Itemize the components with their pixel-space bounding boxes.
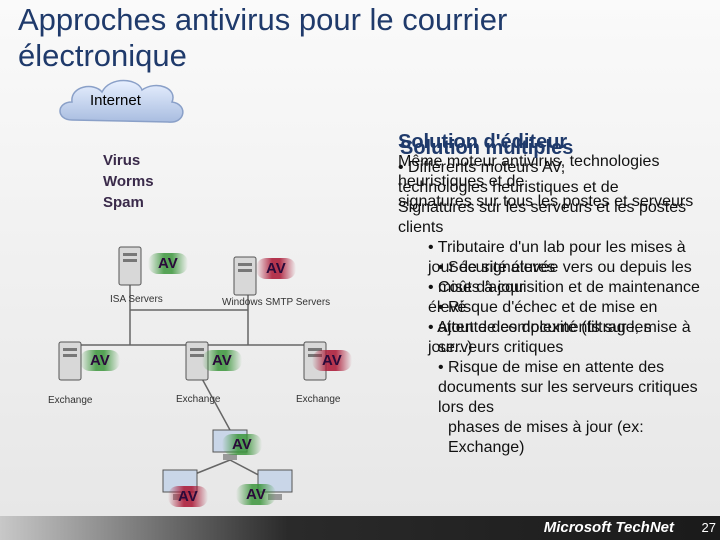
text-line: • Ajout de complexité (filtrage, mise à … xyxy=(428,319,691,356)
text-line: • Coût d'acquisition et de maintenance é… xyxy=(428,279,700,316)
text-line: technologies heuristiques et de xyxy=(398,179,619,196)
exchange-label: Exchange xyxy=(296,394,341,405)
text-layer-1: Solution d'éditeur Même moteur antivirus… xyxy=(398,132,710,358)
text-line: Même moteur antivirus, technologies heur… xyxy=(398,153,660,190)
text-line: signatures sur tous les postes et serveu… xyxy=(398,193,694,210)
text-line: Signatures sur les serveurs et les poste… xyxy=(398,199,687,236)
heading-multiple: Solution multiples xyxy=(400,137,574,159)
av-badge: AV xyxy=(312,350,352,371)
text-line: mises à jour xyxy=(438,279,525,296)
av-badge: AV xyxy=(80,350,120,371)
threats-list: Virus Worms Spam xyxy=(103,152,154,211)
slide-title: Approches antivirus pour le courrier éle… xyxy=(18,2,508,73)
av-badge: AV xyxy=(222,434,262,455)
internet-cloud-icon xyxy=(59,79,184,123)
isa-server-icon xyxy=(118,246,142,286)
text-line: • Risque d'échec et de mise en attente d… xyxy=(438,299,658,336)
text-line: • Différents moteurs AV, xyxy=(398,159,566,176)
av-badge: AV xyxy=(148,253,188,274)
text-line: • Sécurité élevée vers ou depuis les xyxy=(438,259,692,276)
text-line: serveurs critiques xyxy=(438,339,564,356)
text-line: • Tributaire d'un lab pour les mises à j… xyxy=(428,239,686,276)
text-layer-2: Solution multiples • Différents moteurs … xyxy=(398,138,710,458)
av-badge: AV xyxy=(168,486,208,507)
text-line: phases de mises à jour (ex: Exchange) xyxy=(448,419,644,456)
brand-logo: Microsoft TechNet xyxy=(543,519,674,536)
exchange-label: Exchange xyxy=(48,395,93,406)
isa-servers-label: ISA Servers xyxy=(110,294,163,305)
av-badge: AV xyxy=(202,350,242,371)
av-badge: AV xyxy=(236,484,276,505)
av-badge: AV xyxy=(256,258,296,279)
network-links xyxy=(70,280,320,481)
smtp-servers-label: Windows SMTP Servers xyxy=(222,297,331,308)
smtp-server-icon xyxy=(233,256,257,296)
heading-editor: Solution d'éditeur xyxy=(398,131,568,153)
footer-bar xyxy=(0,516,720,540)
text-line: • Risque de mise en attente des document… xyxy=(438,359,698,416)
exchange-label: Exchange xyxy=(176,394,221,405)
internet-label: Internet xyxy=(90,92,141,109)
page-number: 27 xyxy=(701,520,716,535)
